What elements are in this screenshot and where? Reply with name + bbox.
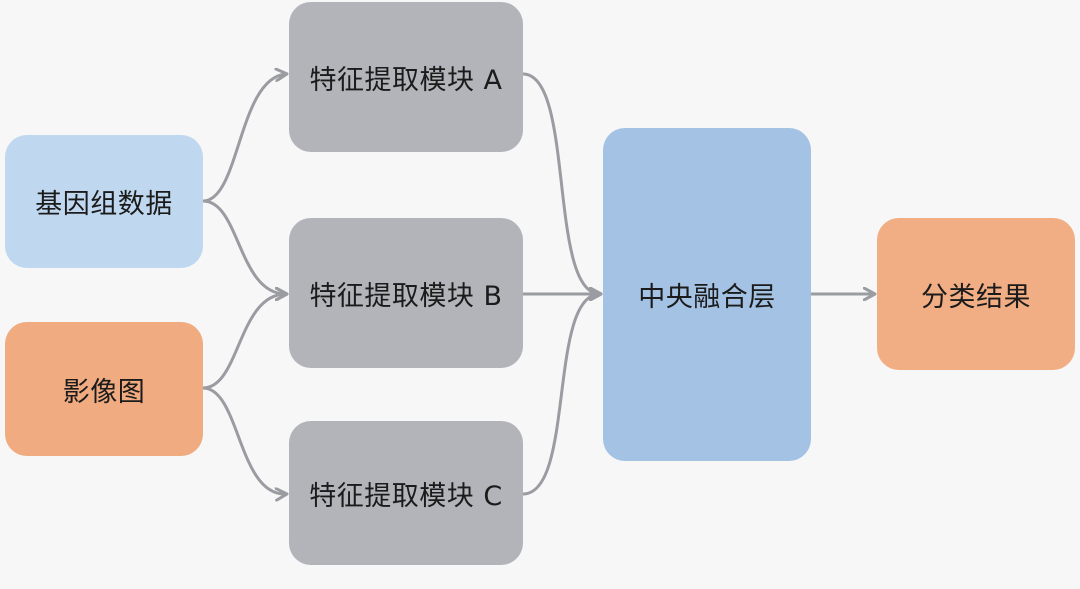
fusion-layer-node: 中央融合层 xyxy=(603,128,811,461)
connector-image-to-module-c xyxy=(201,386,286,494)
feature-module-b-label: 特征提取模块 B xyxy=(309,280,503,312)
connector-genome-to-module-a xyxy=(201,74,286,203)
input-node-genome-label: 基因组数据 xyxy=(35,189,173,220)
input-node-image-label: 影像图 xyxy=(62,376,146,408)
classification-result-node: 分类结果 xyxy=(877,218,1075,370)
feature-module-c: 特征提取模块 C xyxy=(289,421,523,565)
feature-module-a: 特征提取模块 A xyxy=(289,2,523,152)
connector-image-to-module-b xyxy=(201,294,286,390)
input-node-image-data: 影像图 xyxy=(5,322,203,456)
classification-result-label: 分类结果 xyxy=(921,281,1031,313)
fusion-layer-label: 中央融合层 xyxy=(638,282,776,313)
input-node-genome-data: 基因组数据 xyxy=(5,135,203,268)
feature-module-b: 特征提取模块 B xyxy=(289,218,523,368)
connector-module-c-to-fusion xyxy=(521,294,600,496)
connector-module-a-to-fusion xyxy=(521,72,600,294)
feature-module-c-label: 特征提取模块 C xyxy=(309,480,503,512)
feature-module-a-label: 特征提取模块 A xyxy=(309,64,503,96)
connector-genome-to-module-b xyxy=(201,199,286,294)
